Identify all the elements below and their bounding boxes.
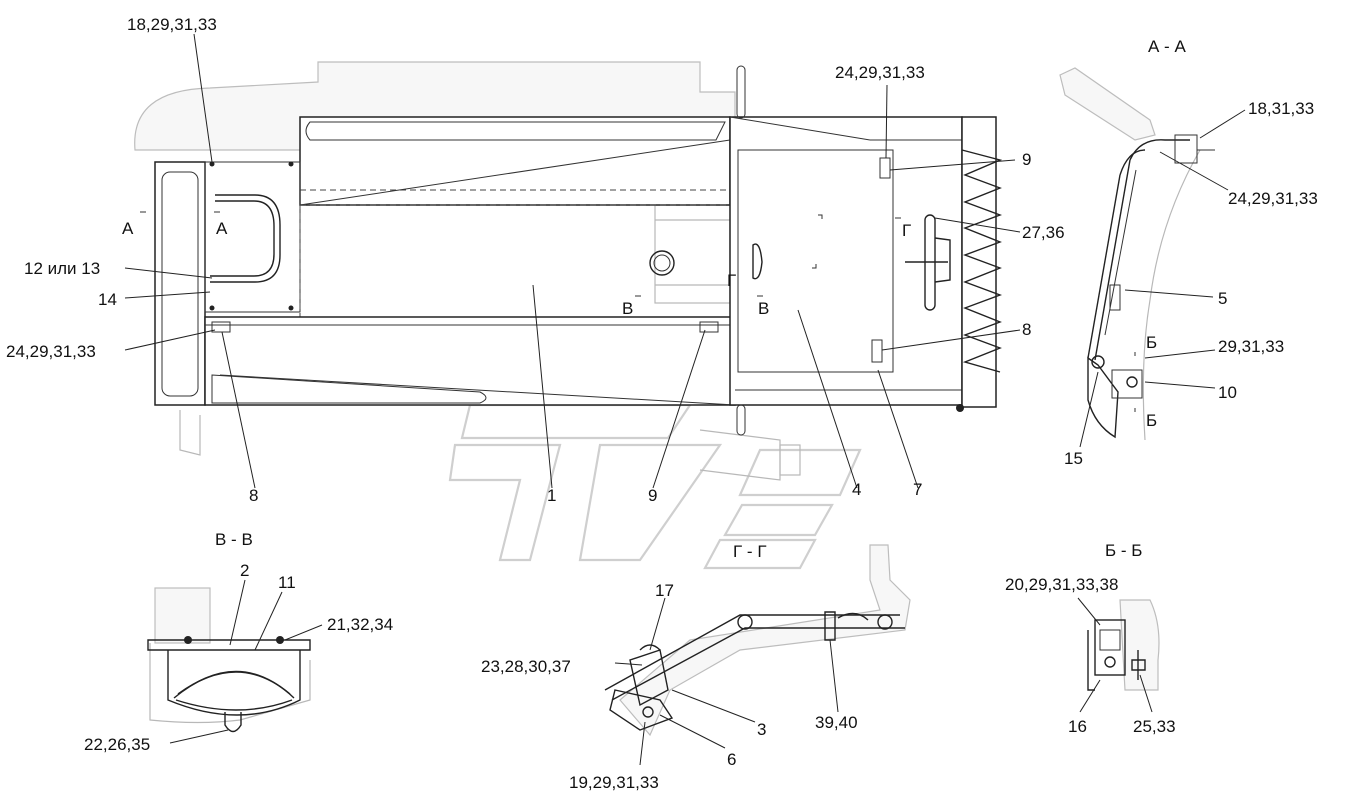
section-title-gg: Г - Г [733,542,767,561]
callout-29-31-33: 29,31,33 [1218,337,1284,356]
handle-loop [210,194,281,283]
callout-39-40: 39,40 [815,713,858,732]
callout-11: 11 [278,573,296,592]
main-view [124,33,1021,489]
callout-22-26-35: 22,26,35 [84,735,150,754]
callout-7: 7 [913,480,922,499]
callout-1: 1 [547,486,556,505]
section-title-aa: А - А [1148,37,1186,56]
cut-mark-a-left: А [122,219,134,238]
callout-24-29-31-33-left: 24,29,31,33 [6,342,96,361]
callout-12-or-13: 12 или 13 [24,259,100,278]
callout-6: 6 [727,750,736,769]
upper-toolbox-body [299,116,731,206]
callout-2: 2 [240,561,249,580]
cut-mark-v-left: В [622,299,633,318]
callout-25-33: 25,33 [1133,717,1176,736]
callout-3: 3 [757,720,766,739]
callout-18-31-33: 18,31,33 [1248,99,1314,118]
callout-4: 4 [852,480,861,499]
callout-24-29-31-33-top: 24,29,31,33 [835,63,925,82]
callout-10: 10 [1218,383,1237,402]
callout-17: 17 [655,581,674,600]
cut-mark-v-right: В [758,299,769,318]
callout-18-29-31-33: 18,29,31,33 [127,15,217,34]
cut-mark-a-right: А [216,219,228,238]
callout-8-left: 8 [249,486,258,505]
callout-9-right: 9 [1022,150,1031,169]
section-title-bb: Б - Б [1105,541,1142,560]
callout-9-bottom: 9 [648,486,657,505]
callout-21-32-34: 21,32,34 [327,615,393,634]
callout-19-29-31-33: 19,29,31,33 [569,773,659,792]
callout-20-29-31-33-38: 20,29,31,33,38 [1005,575,1118,594]
callout-16: 16 [1068,717,1087,736]
callout-24-29-31-33-aa: 24,29,31,33 [1228,189,1318,208]
callout-27-36: 27,36 [1022,223,1065,242]
callout-23-28-30-37: 23,28,30,37 [481,657,571,676]
section-aa-view [1059,67,1246,448]
section-title-vv: В - В [215,530,253,549]
callout-8-right: 8 [1022,320,1031,339]
cut-mark-g-upper: Г [902,221,911,240]
callout-14: 14 [98,290,117,309]
callout-15: 15 [1064,449,1083,468]
callout-5: 5 [1218,289,1227,308]
cut-mark-g-lower: Г [727,271,736,290]
section-bb-view [1077,597,1160,713]
right-compartment-body [729,116,963,406]
cut-mark-b-upper: Б [1146,333,1157,352]
section-vv-view [147,579,323,744]
cut-mark-b-lower: Б [1146,411,1157,430]
section-gg-view [604,544,911,766]
